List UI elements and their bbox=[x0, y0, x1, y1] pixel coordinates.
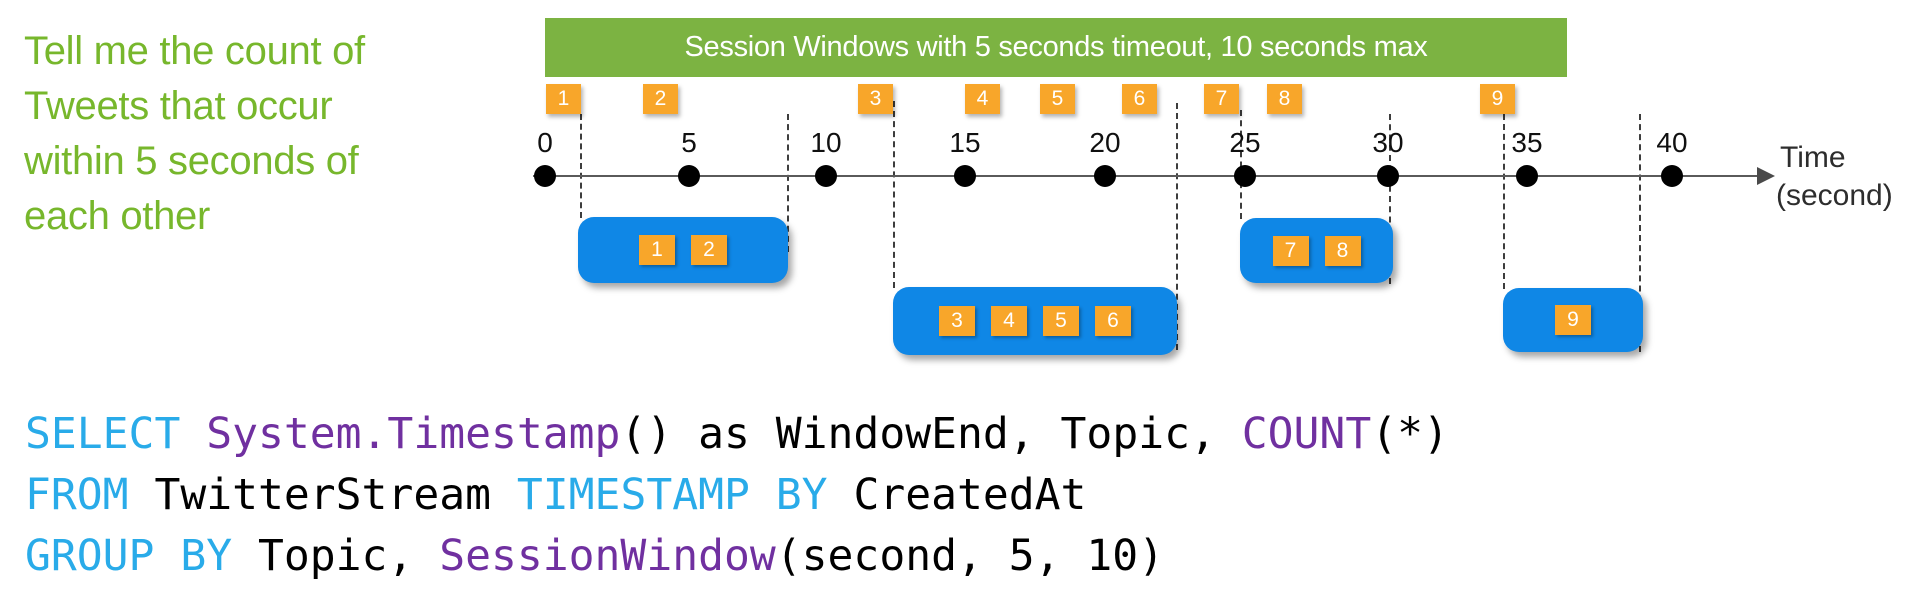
tick-label-35: 35 bbox=[1511, 127, 1543, 158]
event-marker-4: 4 bbox=[965, 84, 1000, 114]
sql-token-plain: (*) bbox=[1371, 409, 1449, 459]
sql-token-plain: () as WindowEnd, Topic, bbox=[620, 409, 1242, 459]
tick-label-40: 40 bbox=[1656, 127, 1688, 158]
event-chip-2: 2 bbox=[691, 235, 727, 265]
event-chip-9: 9 bbox=[1555, 305, 1591, 335]
timeline-arrowhead-icon bbox=[1757, 167, 1775, 185]
timeline-axis bbox=[533, 175, 1761, 177]
sql-token-plain: (second, 5, 10) bbox=[775, 531, 1165, 581]
event-marker-9: 9 bbox=[1480, 84, 1515, 114]
sql-token-keyword: FROM bbox=[25, 470, 155, 520]
sql-line-2: FROM TwitterStream TIMESTAMP BY CreatedA… bbox=[25, 465, 1449, 526]
banner: Session Windows with 5 seconds timeout, … bbox=[545, 18, 1567, 77]
event-chip-8: 8 bbox=[1324, 235, 1361, 266]
event-chip-3: 3 bbox=[939, 306, 975, 336]
timeline-dot-10 bbox=[815, 165, 837, 187]
event-marker-1: 1 bbox=[546, 84, 581, 114]
sql-token-function: SessionWindow bbox=[439, 531, 776, 581]
sql-token-plain: TwitterStream bbox=[154, 470, 517, 520]
tick-label-10: 10 bbox=[810, 127, 842, 158]
event-marker-7: 7 bbox=[1204, 84, 1239, 114]
window-boundary-line-6 bbox=[1389, 114, 1391, 284]
tick-label-0: 0 bbox=[537, 127, 553, 158]
window-boundary-line-7 bbox=[1503, 114, 1505, 289]
prompt-text: Tell me the count of Tweets that occur w… bbox=[24, 29, 365, 238]
axis-label-time: Time bbox=[1780, 141, 1846, 174]
window-boundary-line-4 bbox=[1176, 103, 1178, 350]
sql-code-block: SELECT System.Timestamp() as WindowEnd, … bbox=[25, 404, 1449, 587]
event-marker-8: 8 bbox=[1267, 84, 1302, 114]
tick-label-5: 5 bbox=[681, 127, 697, 158]
timeline-dot-40 bbox=[1661, 165, 1683, 187]
sql-line-1: SELECT System.Timestamp() as WindowEnd, … bbox=[25, 404, 1449, 465]
sql-token-keyword: GROUP BY bbox=[25, 531, 258, 581]
window-boundary-line-5 bbox=[1240, 110, 1242, 219]
tick-label-20: 20 bbox=[1089, 127, 1121, 158]
tick-label-30: 30 bbox=[1372, 127, 1404, 158]
sql-token-plain: Topic, bbox=[258, 531, 440, 581]
event-marker-6: 6 bbox=[1122, 84, 1157, 114]
timeline-dot-15 bbox=[954, 165, 976, 187]
timeline-dot-0 bbox=[534, 165, 556, 187]
event-chip-7: 7 bbox=[1272, 235, 1309, 266]
window-boundary-line-3 bbox=[893, 101, 895, 288]
tick-label-15: 15 bbox=[949, 127, 981, 158]
timeline-dot-30 bbox=[1377, 165, 1399, 187]
event-marker-2: 2 bbox=[643, 84, 678, 114]
event-chip-4: 4 bbox=[991, 306, 1027, 336]
tick-label-25: 25 bbox=[1229, 127, 1261, 158]
timeline-dot-25 bbox=[1234, 165, 1256, 187]
banner-label: Session Windows with 5 seconds timeout, … bbox=[684, 31, 1428, 63]
timeline-dot-5 bbox=[678, 165, 700, 187]
sql-line-3: GROUP BY Topic, SessionWindow(second, 5,… bbox=[25, 526, 1449, 587]
axis-label-unit: (second) bbox=[1776, 179, 1893, 212]
session-window-4: 9 bbox=[1503, 288, 1643, 352]
sql-token-keyword: TIMESTAMP BY bbox=[516, 470, 854, 520]
sql-token-function: COUNT bbox=[1241, 409, 1372, 459]
timeline-dot-35 bbox=[1516, 165, 1538, 187]
event-chip-6: 6 bbox=[1095, 306, 1131, 336]
event-marker-5: 5 bbox=[1040, 84, 1075, 114]
window-boundary-line-2 bbox=[787, 114, 789, 252]
event-chip-5: 5 bbox=[1043, 306, 1079, 336]
event-chip-1: 1 bbox=[639, 235, 675, 265]
sql-token-plain: CreatedAt bbox=[853, 470, 1087, 520]
event-marker-3: 3 bbox=[858, 84, 893, 114]
sql-token-function: System.Timestamp bbox=[206, 409, 621, 459]
sql-token-keyword: SELECT bbox=[25, 409, 207, 459]
timeline-dot-20 bbox=[1094, 165, 1116, 187]
window-boundary-line-1 bbox=[580, 114, 582, 218]
window-boundary-line-8 bbox=[1639, 114, 1641, 352]
